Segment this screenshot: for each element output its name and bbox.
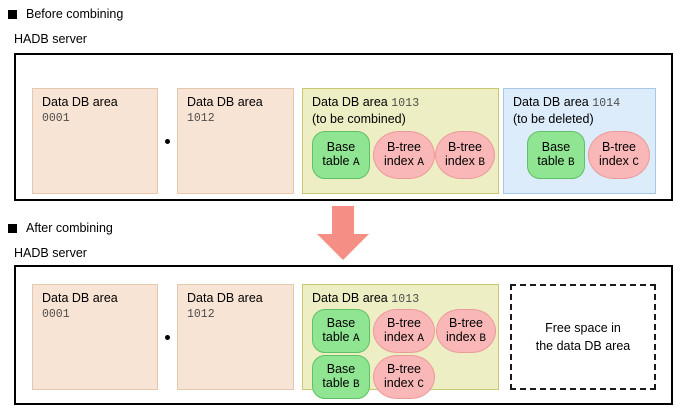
object-btree-index-a: B-tree index A: [373, 131, 435, 179]
db-area-note: (to be deleted): [513, 112, 594, 126]
db-area-number: 1014: [592, 97, 621, 110]
db-area-1013-after: Data DB area 1013 Base table A B-tree in…: [302, 284, 499, 399]
db-area-1013-before: Data DB area 1013 (to be combined) Base …: [302, 88, 499, 194]
object-btree-index-a: B-tree index A: [373, 309, 435, 353]
db-area-title: Data DB area 1013: [312, 95, 420, 110]
db-area-title: Data DB area 1014: [513, 95, 621, 110]
db-area-title: Data DB area: [42, 291, 118, 305]
bullet-square-icon: [8, 223, 17, 233]
db-area-1012-before: Data DB area 1012: [177, 88, 294, 194]
object-base-table-a: Base table A: [312, 309, 370, 353]
before-section-heading: Before combining: [8, 8, 123, 21]
before-server-frame: Data DB area 0001 Data DB area 1012 Data…: [14, 53, 673, 201]
db-area-number: 1012: [187, 112, 215, 125]
object-btree-index-b: B-tree index B: [436, 309, 496, 353]
after-server-frame: Data DB area 0001 Data DB area 1012 Data…: [14, 265, 673, 405]
object-base-table-b: Base table B: [312, 355, 370, 399]
db-area-0001-after: Data DB area 0001: [32, 284, 158, 390]
down-arrow-icon: [317, 206, 369, 260]
db-area-title: Data DB area: [42, 95, 118, 109]
db-area-number: 1013: [391, 293, 420, 306]
before-server-label: HADB server: [14, 32, 87, 46]
before-heading-text: Before combining: [26, 7, 124, 21]
db-area-1014-before: Data DB area 1014 (to be deleted) Base t…: [503, 88, 656, 194]
db-area-number: 0001: [42, 308, 70, 321]
object-base-table-b: Base table B: [527, 131, 585, 179]
db-area-number: 1012: [187, 308, 215, 321]
object-btree-index-b: B-tree index B: [435, 131, 495, 179]
db-area-1012-after: Data DB area 1012: [177, 284, 294, 390]
free-space-line2: the data DB area: [535, 339, 631, 353]
free-space-box: Free space in the data DB area: [510, 284, 656, 390]
object-base-table-a: Base table A: [312, 131, 370, 179]
db-area-0001-before: Data DB area 0001: [32, 88, 158, 194]
db-area-note: (to be combined): [312, 112, 406, 126]
db-area-title: Data DB area: [187, 95, 263, 109]
bullet-square-icon: [8, 9, 17, 19]
after-section-heading: After combining: [8, 222, 113, 235]
db-area-number: 1013: [391, 97, 420, 110]
db-area-title: Data DB area: [187, 291, 263, 305]
db-area-title: Data DB area 1013: [312, 291, 420, 306]
free-space-line1: Free space in: [545, 320, 621, 335]
after-server-label: HADB server: [14, 246, 87, 260]
after-heading-text: After combining: [26, 221, 113, 235]
object-btree-index-c: B-tree index C: [588, 131, 650, 179]
object-btree-index-c: B-tree index C: [373, 355, 435, 399]
db-area-number: 0001: [42, 112, 70, 125]
